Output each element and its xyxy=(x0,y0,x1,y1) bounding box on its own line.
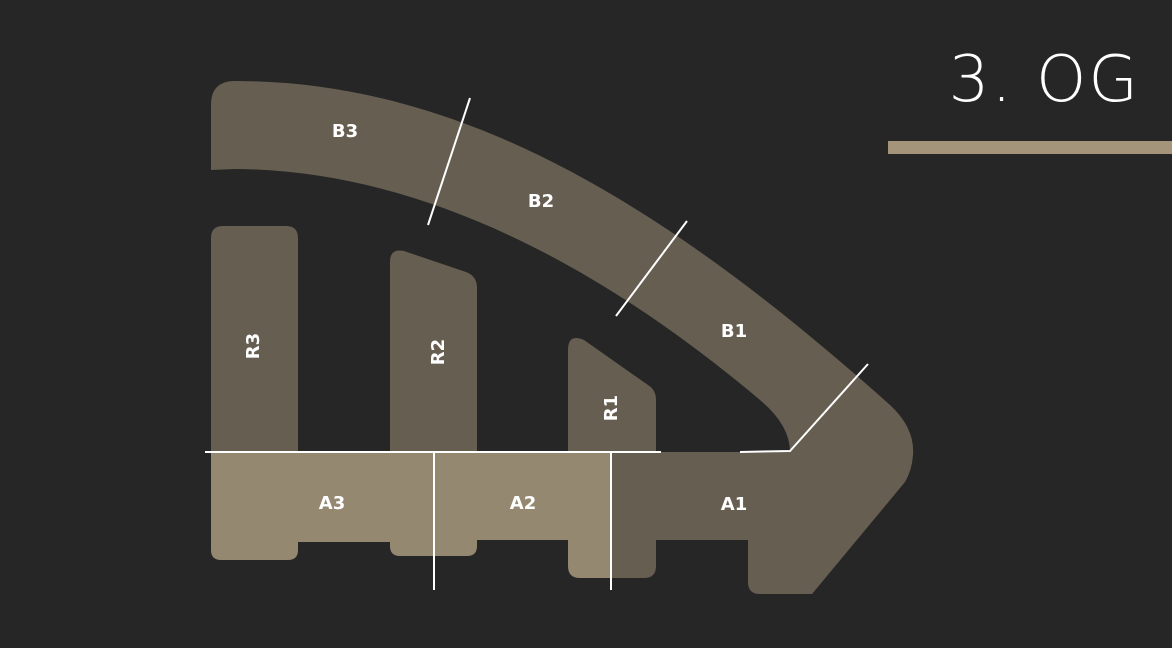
unit-label-r2[interactable]: R2 xyxy=(428,339,449,365)
floor-title: 3. OG xyxy=(948,43,1140,117)
unit-label-a3[interactable]: A3 xyxy=(319,493,345,514)
unit-r2-shape[interactable] xyxy=(390,250,477,452)
divider-line xyxy=(615,220,688,317)
accent-bar xyxy=(888,141,1172,154)
divider-line xyxy=(739,363,869,453)
unit-label-b2[interactable]: B2 xyxy=(528,191,554,212)
unit-label-b3[interactable]: B3 xyxy=(332,121,358,142)
unit-b-band-a1-shape[interactable] xyxy=(211,81,914,594)
unit-label-b1[interactable]: B1 xyxy=(721,321,747,342)
unit-r3-shape[interactable] xyxy=(211,226,298,452)
unit-label-a1[interactable]: A1 xyxy=(721,494,747,515)
unit-label-a2[interactable]: A2 xyxy=(510,493,536,514)
unit-r1-shape[interactable] xyxy=(568,337,656,452)
unit-a3-a2-shape[interactable] xyxy=(211,452,611,578)
unit-label-r1[interactable]: R1 xyxy=(601,395,622,421)
divider-line xyxy=(427,97,471,226)
unit-label-r3[interactable]: R3 xyxy=(243,333,264,359)
